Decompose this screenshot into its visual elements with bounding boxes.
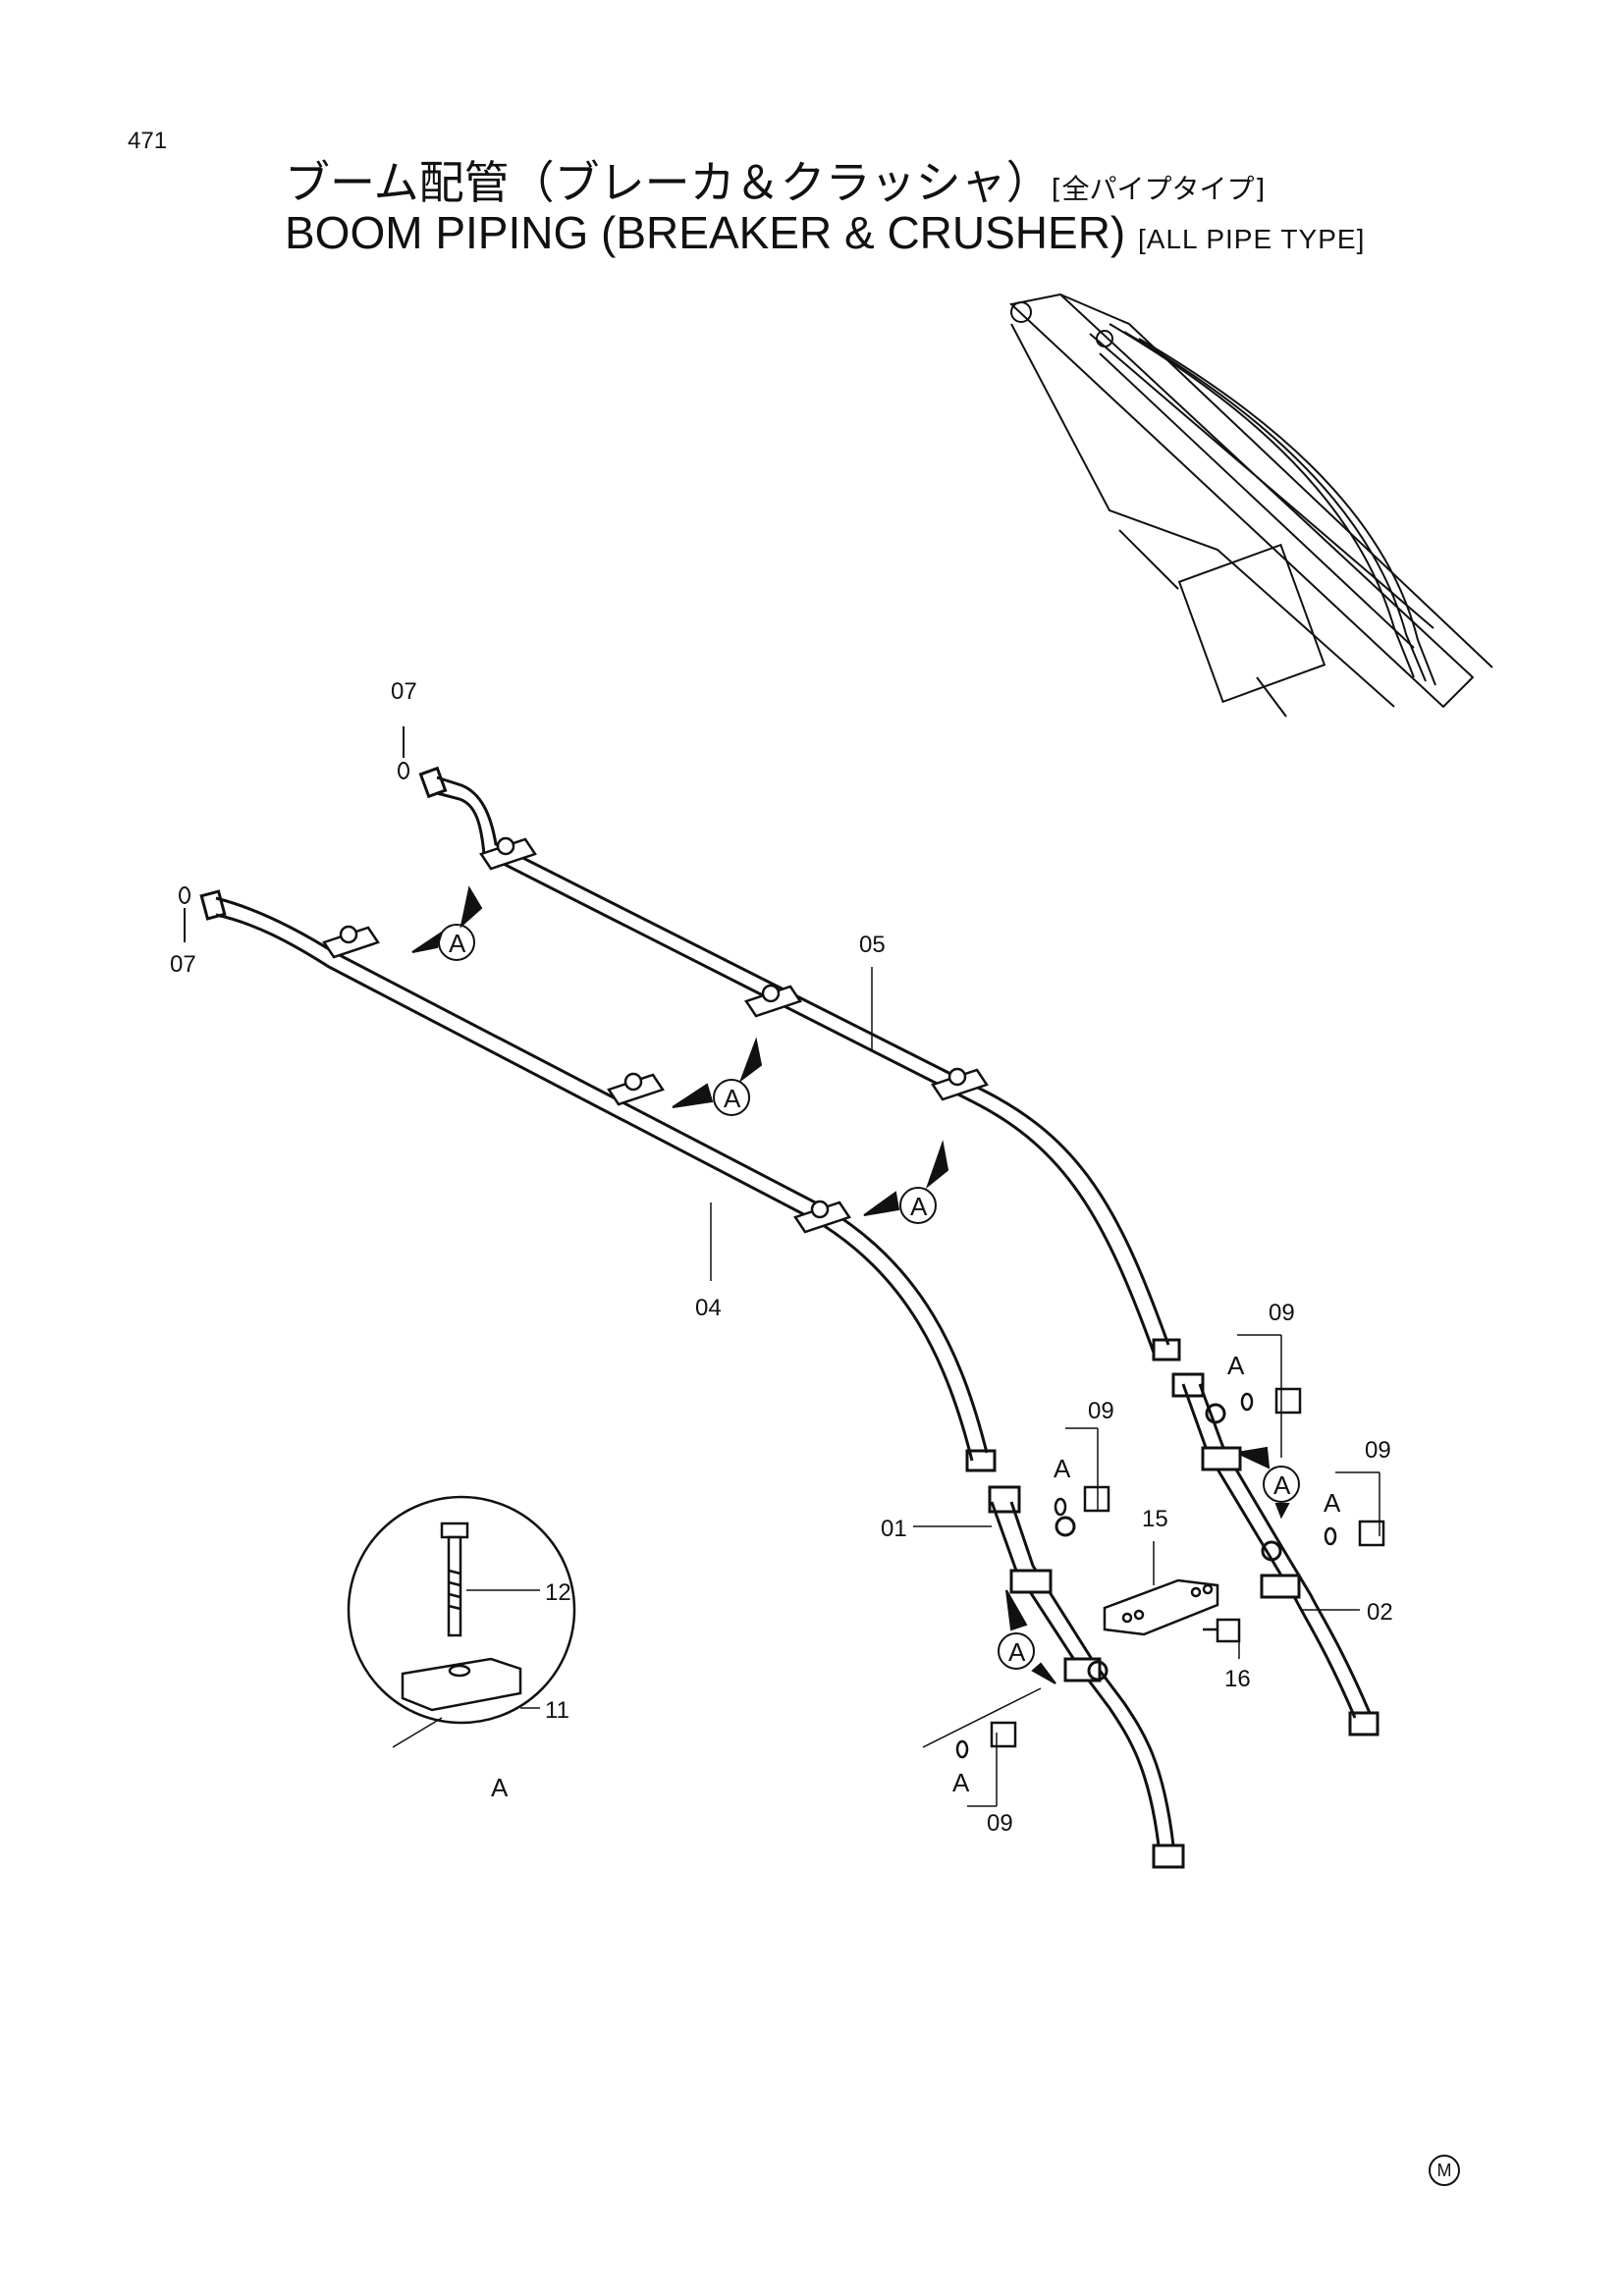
title-japanese-suffix: [全パイプタイプ]: [1051, 173, 1266, 205]
boom-overview-illustration: [1008, 293, 1493, 718]
callout-07-top: 07: [391, 678, 417, 705]
view-letter-a-9: A: [952, 1768, 970, 1797]
bracket-15: [1103, 1578, 1219, 1636]
callout-01: 01: [881, 1516, 907, 1542]
clamp-11: [401, 1657, 522, 1712]
pointer-a-2: [672, 1037, 763, 1116]
view-letter-a-6: A: [1227, 1351, 1245, 1380]
callout-11: 11: [545, 1697, 569, 1724]
callout-15: 15: [1142, 1506, 1168, 1532]
title-english-main: BOOM PIPING (BREAKER & CRUSHER): [285, 207, 1126, 258]
pointer-a-5: [998, 1589, 1056, 1684]
view-letter-a-4: A: [1273, 1470, 1291, 1500]
callout-07-left: 07: [170, 951, 196, 978]
pointer-a-1: [411, 885, 483, 961]
view-letters: A A A A A A A A A A: [449, 929, 1341, 1802]
pointer-a-4: [1233, 1446, 1300, 1520]
leader-lines: [392, 967, 1380, 1807]
pipe-04: [199, 889, 997, 1472]
callout-09-b: 09: [1088, 1398, 1114, 1424]
view-letter-a-7: A: [1054, 1454, 1071, 1483]
pipe-02: [1171, 1372, 1380, 1736]
view-letter-a-5: A: [1008, 1637, 1026, 1667]
view-letter-a-2: A: [724, 1084, 741, 1113]
detail-view-a: [347, 1495, 576, 1725]
callout-16: 16: [1224, 1666, 1251, 1692]
title-japanese: ブーム配管（ブレーカ＆クラッシャ）[全パイプタイプ]: [285, 147, 1265, 212]
bolt-16: [1203, 1618, 1241, 1643]
callout-12: 12: [545, 1579, 571, 1606]
view-a-pointers: [411, 885, 1300, 1684]
o-rings-07: [179, 726, 409, 942]
view-letter-a-3: A: [910, 1192, 928, 1221]
callout-09-d: 09: [987, 1810, 1013, 1837]
view-letter-a-1: A: [449, 929, 466, 958]
callout-05: 05: [859, 932, 886, 958]
title-english: BOOM PIPING (BREAKER & CRUSHER) [ALL PIP…: [285, 206, 1365, 259]
pipe-01: [988, 1485, 1185, 1869]
callout-09-a: 09: [1269, 1300, 1295, 1326]
view-letter-a-detail: A: [491, 1773, 509, 1802]
pointer-a-3: [863, 1140, 949, 1224]
bolt-12: [440, 1522, 469, 1637]
corner-m-mark: M: [1429, 2155, 1460, 2186]
pipe-clamps: [322, 836, 989, 1234]
callout-02: 02: [1367, 1599, 1393, 1626]
callout-09-c: 09: [1365, 1437, 1391, 1464]
title-japanese-main: ブーム配管（ブレーカ＆クラッシャ）: [285, 156, 1052, 209]
callout-04: 04: [695, 1295, 722, 1321]
plugs-09: [955, 1387, 1385, 1759]
view-letter-a-8: A: [1324, 1488, 1341, 1518]
callout-labels: 07 07 05 04 09 09 09 09 01 02 15 16 12 1…: [170, 678, 1393, 1837]
page-number: 471: [128, 128, 168, 154]
pipe-05: [418, 766, 1181, 1362]
title-english-suffix: [ALL PIPE TYPE]: [1138, 224, 1366, 254]
